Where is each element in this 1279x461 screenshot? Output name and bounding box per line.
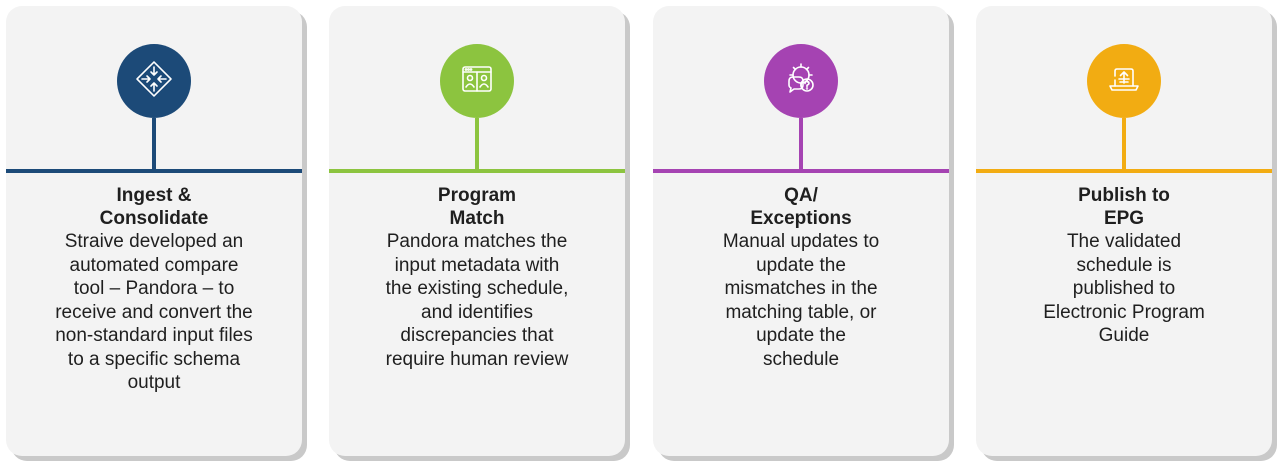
divider-line	[329, 169, 625, 173]
card-title: Ingest & Consolidate	[99, 185, 209, 229]
profile-compare-icon	[457, 59, 497, 104]
card-description: Manual updates to update the mismatches …	[722, 231, 880, 370]
consolidate-arrows-icon	[134, 59, 174, 104]
card-description: Pandora matches the input metadata with …	[385, 231, 569, 370]
divider-line	[653, 169, 949, 173]
connector-stem	[799, 118, 803, 172]
card-description: The validated schedule is published to E…	[1043, 231, 1205, 346]
connector-stem	[1122, 118, 1126, 172]
divider-line	[6, 169, 302, 173]
gear-question-chat-icon	[781, 59, 821, 104]
divider-line	[976, 169, 1272, 173]
icon-badge	[117, 44, 191, 118]
laptop-upload-icon	[1104, 59, 1144, 104]
step-card-publish: Publish to EPG The validated schedule is…	[976, 6, 1272, 456]
icon-badge	[1087, 44, 1161, 118]
icon-badge	[440, 44, 514, 118]
card-title: Program Match	[437, 185, 517, 229]
card-description: Straive developed an automated compare t…	[55, 231, 253, 393]
card-title: QA/ Exceptions	[750, 185, 852, 229]
step-card-qa: QA/ Exceptions Manual updates to update …	[653, 6, 949, 456]
step-card-match: Program Match Pandora matches the input …	[329, 6, 625, 456]
connector-stem	[152, 118, 156, 172]
step-card-ingest: Ingest & Consolidate Straive developed a…	[6, 6, 302, 456]
card-title: Publish to EPG	[1078, 185, 1170, 229]
connector-stem	[475, 118, 479, 172]
icon-badge	[764, 44, 838, 118]
